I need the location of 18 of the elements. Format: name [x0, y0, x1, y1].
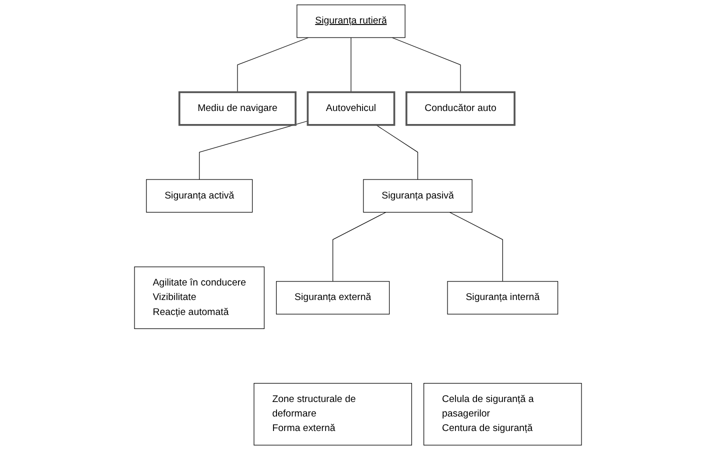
connector: [237, 37, 309, 92]
node-box: Siguranța externă: [276, 281, 390, 314]
node-box: Siguranța internă: [447, 281, 558, 314]
connector: [199, 120, 308, 180]
connector: [449, 212, 503, 282]
node-box: Agilitate în conducere Vizibilitate Reacție automată: [134, 266, 265, 329]
node-box: Siguranța rutieră: [296, 4, 406, 38]
node-box: Autovehicul: [306, 91, 396, 126]
node-box: Celula de siguranță a pasagerilor Centura de siguranță: [424, 382, 582, 446]
node-box: Mediu de navigare: [178, 91, 297, 126]
connector: [332, 212, 386, 282]
node-box: Conducător auto: [406, 91, 516, 126]
connector: [376, 124, 418, 180]
node-box: Siguranța pasivă: [363, 179, 472, 213]
node-box: Zone structurale de deformare Forma externă: [254, 382, 412, 446]
node-box: Siguranța activă: [146, 179, 253, 213]
connector: [350, 37, 352, 92]
connector: [392, 37, 461, 92]
